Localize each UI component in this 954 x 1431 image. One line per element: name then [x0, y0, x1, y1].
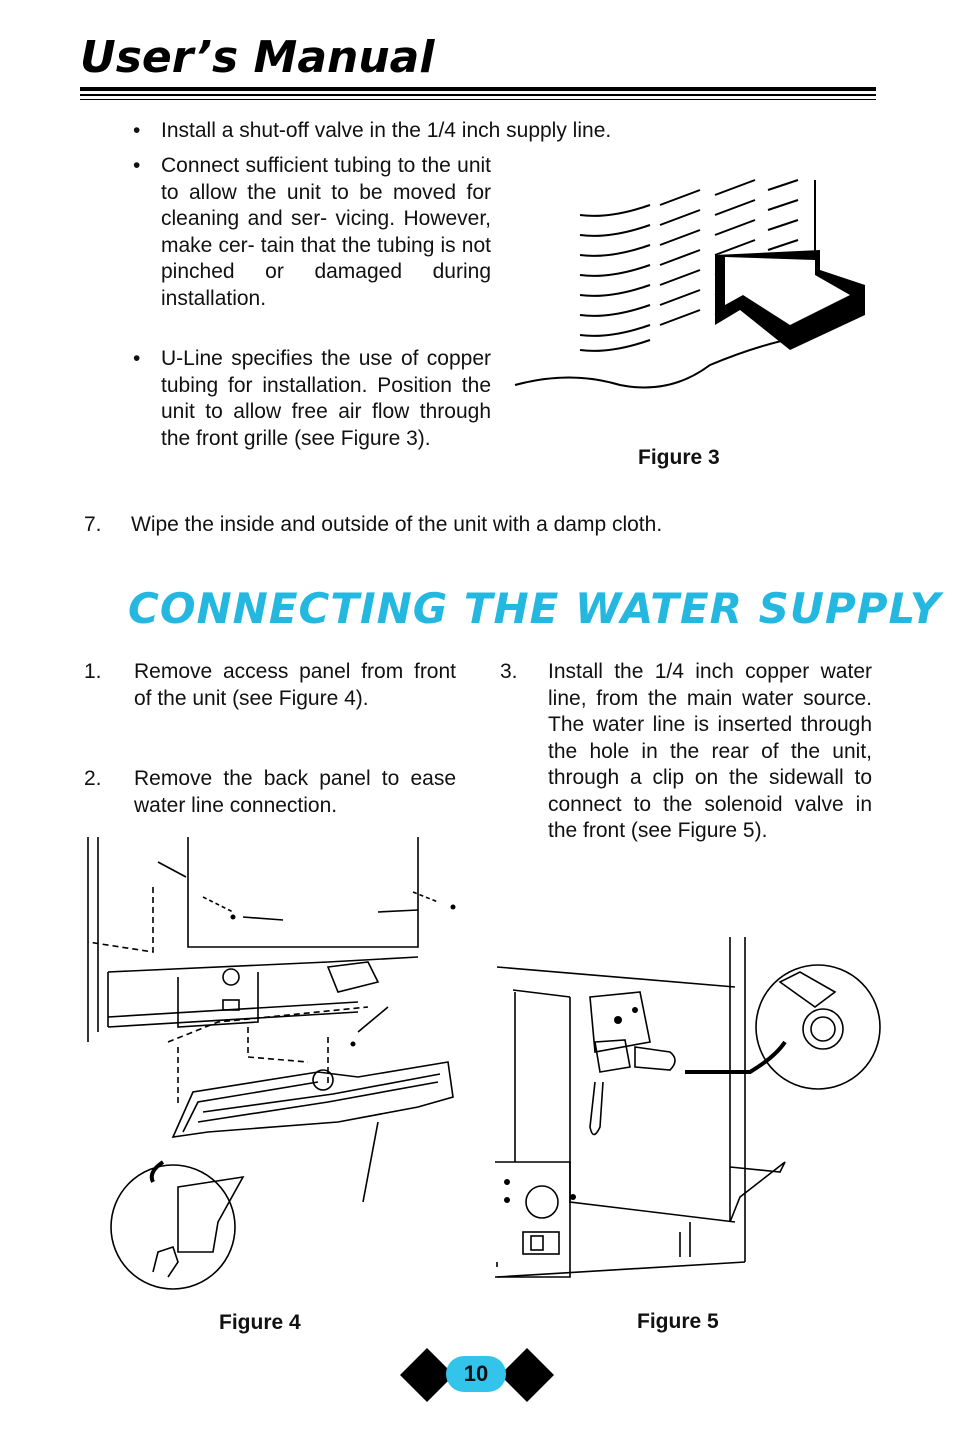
step-number: 2.: [84, 767, 102, 790]
step-text: Install the 1/4 inch copper water line, …: [548, 660, 872, 842]
figure-3-grille-illustration: [514, 179, 865, 389]
header-rule-thin-2: [80, 99, 876, 100]
step-number: 7.: [84, 513, 102, 536]
step-number: 1.: [84, 660, 102, 683]
step-text: Remove access panel from front of the un…: [134, 660, 456, 710]
figure-3-caption: Figure 3: [638, 446, 720, 469]
page-number-ornament: [400, 1348, 554, 1402]
bullet-text: Connect sufficient tubing to the unit to…: [161, 154, 491, 310]
page-number: 10: [446, 1356, 506, 1392]
step-text: Wipe the inside and outside of the unit …: [131, 513, 663, 536]
figure-4-access-panel-illustration: [87, 837, 456, 1290]
step-text: Remove the back panel to ease water line…: [134, 767, 456, 817]
page-header-title: User’s Manual: [80, 32, 435, 83]
figure-4-caption: Figure 4: [219, 1311, 301, 1334]
figure-5-water-line-illustration: [495, 937, 881, 1278]
section-title: CONNECTING THE WATER SUPPLY: [128, 584, 942, 633]
figure-5-caption: Figure 5: [637, 1310, 719, 1333]
header-rule-thick: [80, 87, 876, 91]
bullet-text: U-Line specifies the use of copper tubin…: [161, 347, 491, 450]
step-number: 3.: [500, 660, 518, 683]
bullet-text: Install a shut-off valve in the 1/4 inch…: [161, 119, 612, 142]
header-rule-thin-1: [80, 94, 876, 96]
